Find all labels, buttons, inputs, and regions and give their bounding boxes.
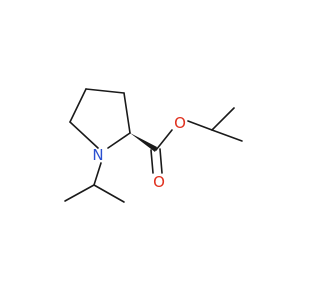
bond-ch-methyl-right xyxy=(93,184,125,203)
ring-bond-c4-c3 xyxy=(85,88,125,94)
bond-ch-methyl-up xyxy=(211,107,235,131)
ring-bond-n-c5 xyxy=(69,121,99,149)
structure-canvas: N O O xyxy=(64,88,243,203)
molecule-diagram: N O O xyxy=(64,88,243,203)
ring-bond-c3-c2 xyxy=(123,92,131,134)
bond-c-o-ester xyxy=(155,129,173,151)
bond-ch-methyl-left xyxy=(64,184,95,202)
stereo-wedge-bond xyxy=(130,133,157,152)
nitrogen-atom-label: N xyxy=(92,146,103,164)
carbonyl-oxygen-atom-label: O xyxy=(153,173,165,191)
bond-c-o-double-2 xyxy=(159,148,163,174)
ring-bond-c5-c4 xyxy=(69,88,87,123)
bond-c-o-double-1 xyxy=(150,149,154,174)
bond-o-ch xyxy=(187,120,213,131)
ring-bond-c2-n xyxy=(107,132,131,149)
ester-oxygen-atom-label: O xyxy=(174,114,186,132)
bond-n-ch xyxy=(93,162,102,186)
bond-ch-methyl-down xyxy=(211,129,243,142)
